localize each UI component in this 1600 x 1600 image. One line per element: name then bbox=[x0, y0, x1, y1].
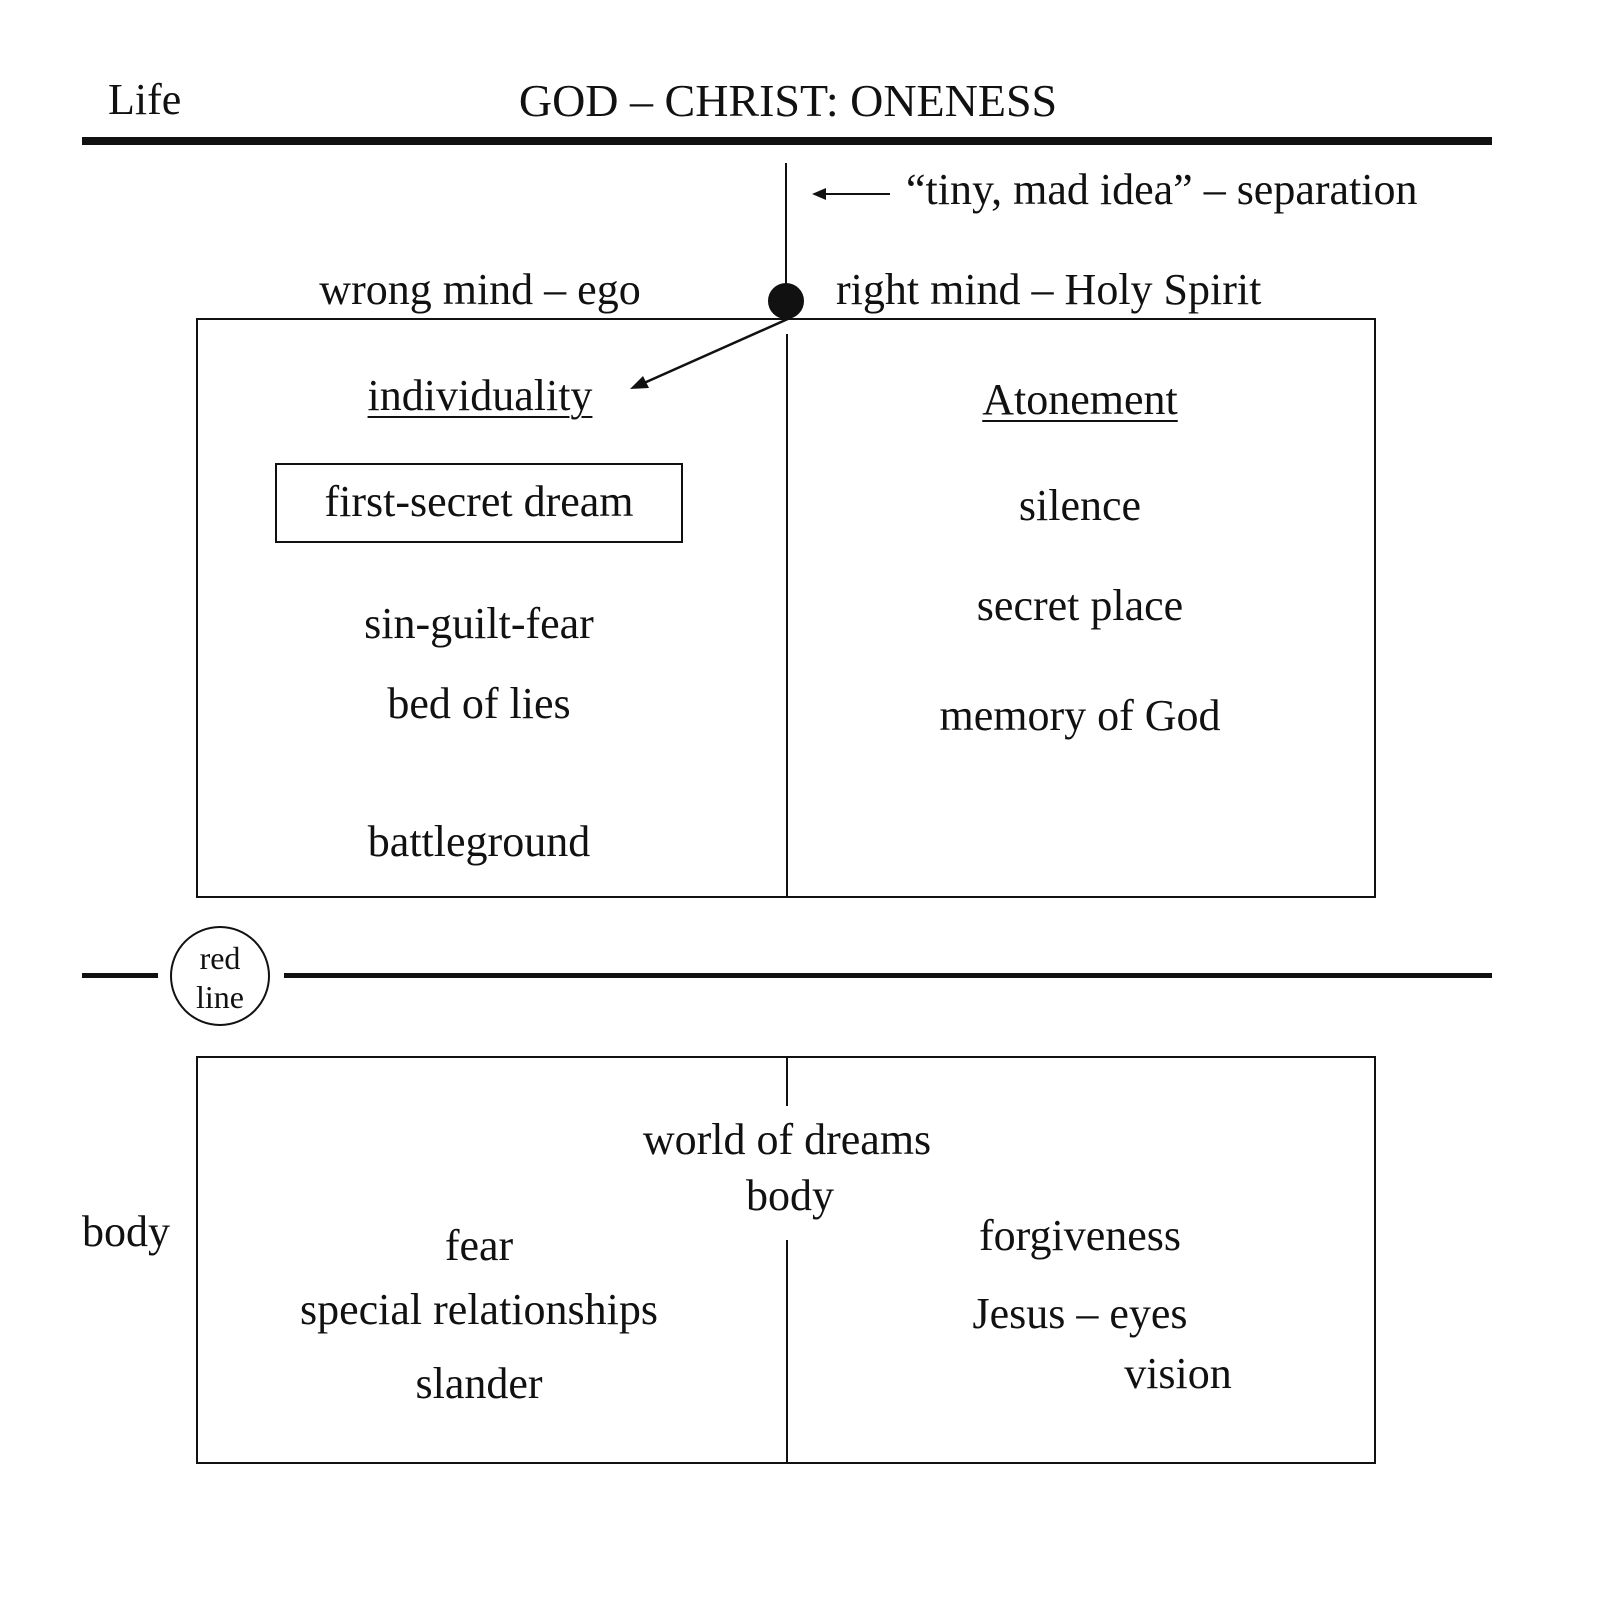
vision-label: vision bbox=[1124, 1349, 1232, 1398]
forgiveness-label: forgiveness bbox=[978, 1211, 1182, 1260]
separation-arrow-icon bbox=[812, 188, 890, 200]
silence-label: silence bbox=[1018, 481, 1142, 530]
fear-label: fear bbox=[444, 1221, 514, 1270]
red-line-label-line2: line bbox=[196, 979, 244, 1015]
first-secret-dream-label: first-secret dream bbox=[324, 477, 634, 526]
world-body-label: body bbox=[746, 1171, 834, 1220]
atonement-heading: Atonement bbox=[982, 375, 1178, 424]
memory-of-god-label: memory of God bbox=[939, 691, 1221, 740]
separation-label: “tiny, mad idea” – separation bbox=[906, 165, 1418, 214]
secret-place-label: secret place bbox=[976, 581, 1184, 630]
jesus-eyes-label: Jesus – eyes bbox=[972, 1289, 1188, 1338]
world-box-divider-bottom bbox=[786, 1240, 788, 1464]
separation-point-dot bbox=[768, 283, 804, 319]
special-relationships-label: special relationships bbox=[299, 1285, 659, 1334]
first-secret-dream-box bbox=[275, 463, 683, 543]
red-line-left-segment bbox=[82, 973, 158, 978]
mind-box-divider bbox=[786, 334, 788, 898]
wrong-mind-label: wrong mind – ego bbox=[319, 265, 641, 314]
battleground-label: battleground bbox=[367, 817, 591, 866]
world-box-divider-top bbox=[786, 1058, 788, 1106]
right-mind-label: right mind – Holy Spirit bbox=[836, 265, 1262, 314]
bed-of-lies-label: bed of lies bbox=[387, 679, 571, 728]
red-line-label-line1: red bbox=[199, 940, 241, 976]
body-side-label: body bbox=[82, 1207, 170, 1256]
individuality-heading: individuality bbox=[367, 371, 593, 420]
diagram-title: GOD – CHRIST: ONENESS bbox=[518, 75, 1058, 126]
individuality-arrow-icon bbox=[630, 316, 791, 389]
red-line-circle bbox=[170, 926, 270, 1026]
slander-label: slander bbox=[415, 1359, 543, 1408]
header-rule bbox=[82, 137, 1492, 145]
separation-line bbox=[785, 163, 787, 303]
red-line-right-segment bbox=[284, 973, 1492, 978]
world-of-dreams-label: world of dreams bbox=[642, 1115, 932, 1164]
life-label: Life bbox=[108, 75, 182, 124]
sin-guilt-fear-label: sin-guilt-fear bbox=[364, 599, 594, 648]
